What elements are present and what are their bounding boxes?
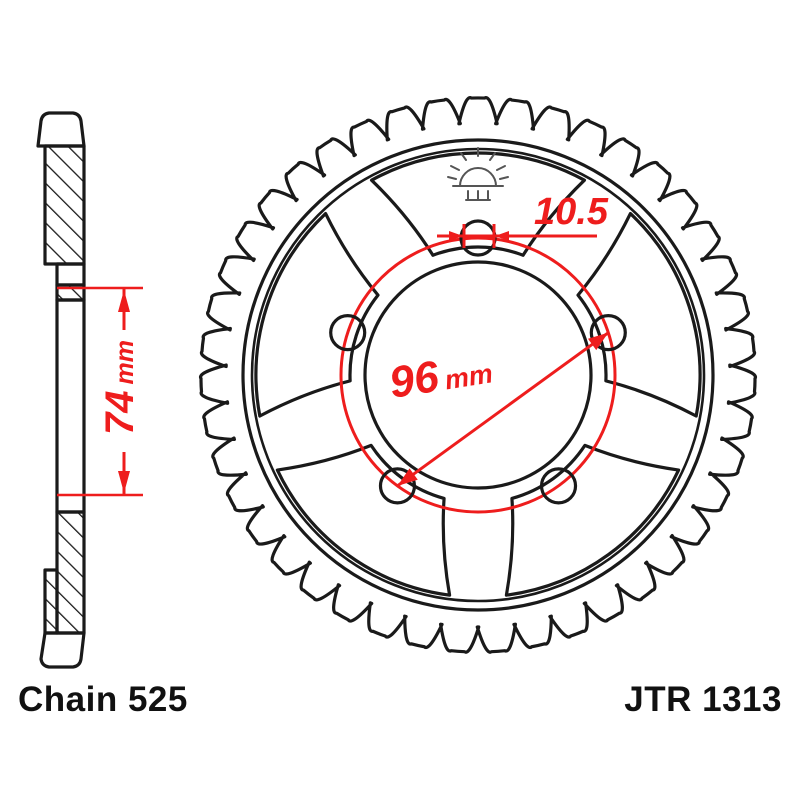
lightening-window — [504, 443, 681, 597]
dimension-label-10p5: 10.5 — [534, 191, 609, 233]
bolt-hole — [378, 467, 417, 505]
bolt-pitch-circle — [339, 236, 617, 514]
arrowhead-96-lower-left — [397, 468, 418, 486]
lightening-window — [275, 443, 452, 597]
spoke-centreline — [591, 412, 694, 445]
arrowhead-74-top — [118, 290, 130, 312]
bolt-hole — [589, 314, 627, 352]
lightening-window — [369, 151, 587, 257]
arrowhead-10p5-right — [495, 231, 509, 241]
section-top-rim-fill — [45, 146, 84, 264]
arrowhead-96-upper-right — [588, 332, 609, 351]
bolt-hole — [329, 314, 367, 352]
lightening-window — [254, 211, 380, 418]
sprocket-teeth-outline — [198, 96, 758, 654]
section-top-tooth-tip — [36, 111, 86, 148]
section-bottom-step-fill — [45, 570, 57, 633]
dimension-74mm: 74mm — [57, 286, 143, 497]
centre-bore-circle — [363, 260, 593, 490]
spoke-centreline — [262, 412, 365, 445]
dimension-label-96mm: 96mm — [386, 343, 495, 408]
section-bottom-tooth-tip — [39, 631, 86, 669]
bolt-hole — [539, 467, 578, 505]
jt-sprockets-sunrise-logo — [447, 147, 509, 201]
dimension-label-74mm: 74mm — [98, 340, 142, 435]
dimension-96mm: 96mm — [386, 331, 610, 488]
dim-line-96 — [396, 331, 610, 488]
dimension-10p5: 10.5 — [437, 191, 609, 248]
arrowhead-74-bottom — [118, 471, 130, 493]
section-bottom-rim-fill — [57, 512, 84, 633]
arrowhead-10p5-left — [449, 231, 463, 241]
rim-inner-circle — [241, 138, 715, 612]
lightening-windows — [254, 151, 702, 597]
spoke-edges — [262, 191, 694, 602]
face-view — [198, 96, 758, 654]
bolt-holes — [329, 219, 627, 514]
part-number-caption: JTR 1313 — [624, 680, 782, 719]
section-web — [55, 298, 86, 514]
chain-caption: Chain 525 — [18, 680, 188, 719]
lightening-window — [576, 211, 702, 418]
section-top-step — [55, 262, 86, 287]
section-view — [36, 111, 86, 669]
